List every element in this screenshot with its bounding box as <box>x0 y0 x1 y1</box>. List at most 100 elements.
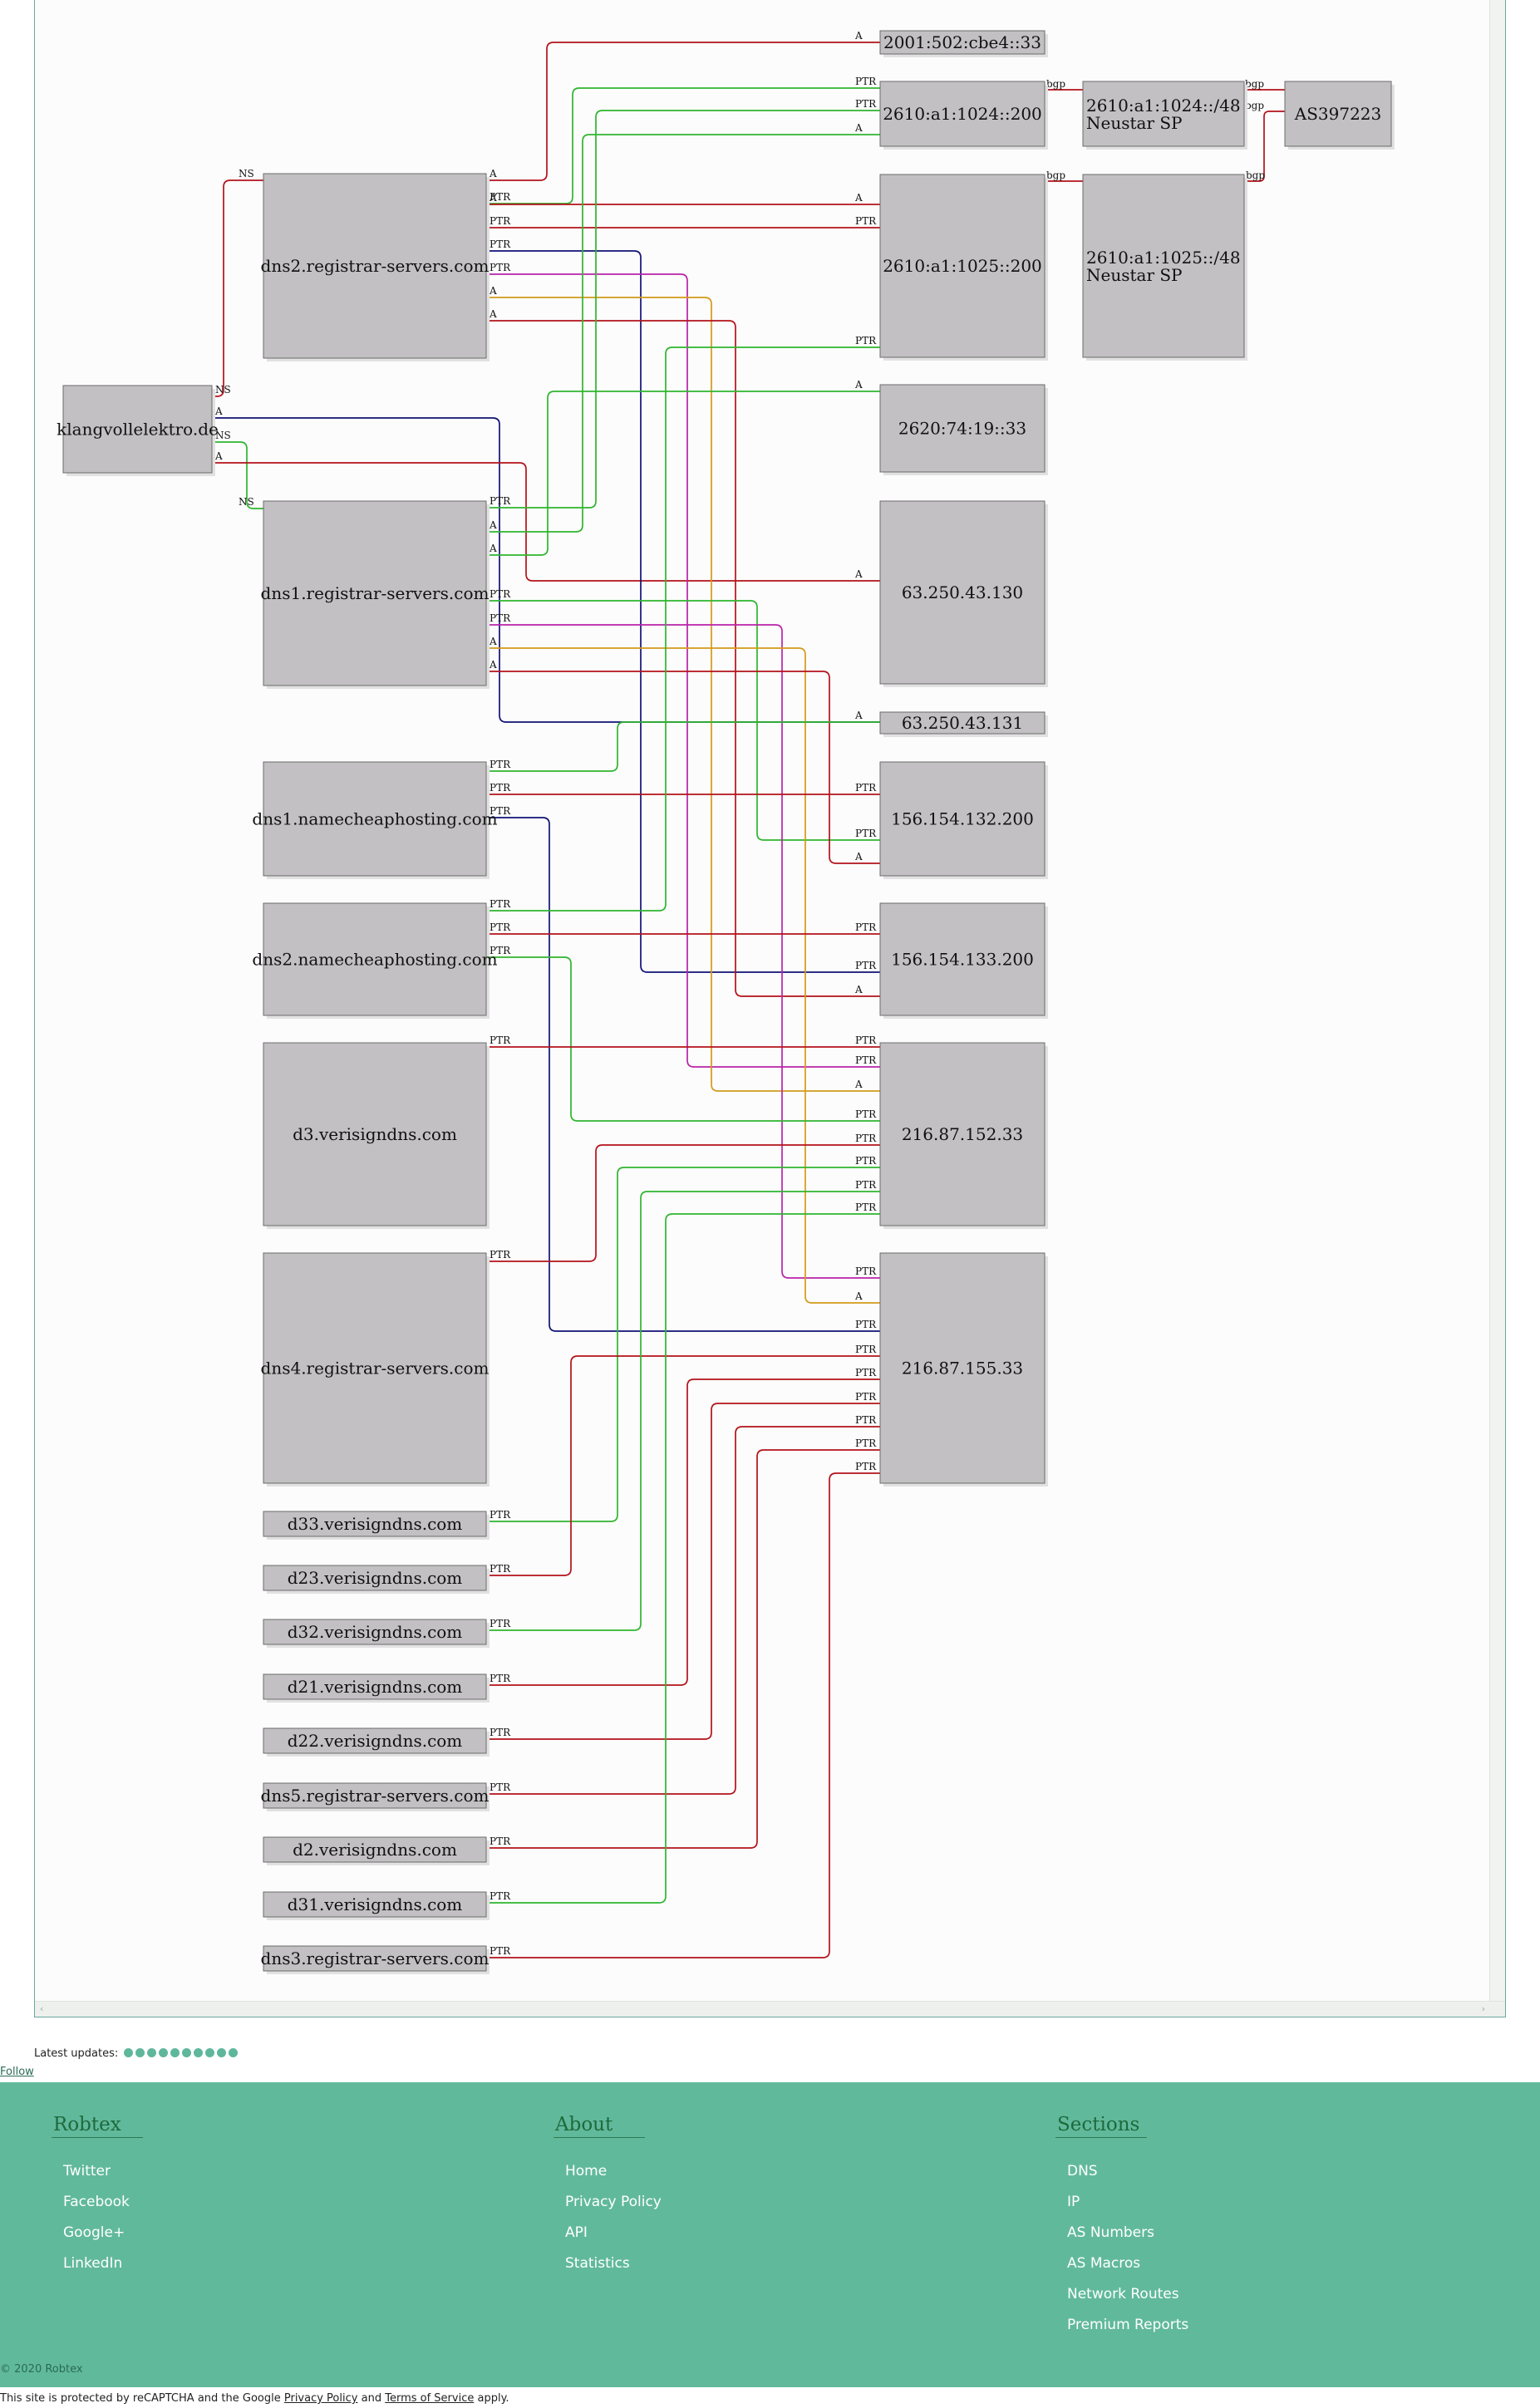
graph-node[interactable]: 2620:74:19::33 <box>879 384 1048 475</box>
edge-ptr <box>486 1449 880 1849</box>
update-dot[interactable] <box>124 2048 134 2057</box>
edge-ptr <box>486 250 880 973</box>
edge-label: PTR <box>855 1437 877 1449</box>
footer-link-home[interactable]: Home <box>565 2163 608 2179</box>
graph-node[interactable]: 2610:a1:1025::200 <box>879 174 1048 361</box>
edge-label: A <box>854 192 863 204</box>
footer-title-sections: Sections <box>1055 2114 1147 2138</box>
footer-link-googleplus[interactable]: Google+ <box>63 2224 125 2241</box>
graph-node[interactable]: dns2.namecheaphosting.com <box>252 902 498 1019</box>
edge-label: PTR <box>490 921 511 933</box>
graph-node[interactable]: dns5.registrar-servers.com <box>261 1782 490 1811</box>
footer-link-statistics[interactable]: Statistics <box>565 2255 630 2272</box>
footer-link-as-macros[interactable]: AS Macros <box>1067 2255 1141 2272</box>
footer-link-network-routes[interactable]: Network Routes <box>1067 2286 1179 2302</box>
edge-label: PTR <box>490 1249 511 1261</box>
edge-label: A <box>214 450 223 462</box>
graph-node[interactable]: dns1.registrar-servers.com <box>261 500 490 689</box>
graph-node[interactable]: d32.verisigndns.com <box>263 1619 490 1648</box>
graph-node[interactable]: d2.verisigndns.com <box>263 1836 490 1865</box>
horizontal-scrollbar[interactable]: ‹ › <box>35 2001 1505 2017</box>
edge-label: A <box>854 122 863 134</box>
edge-a <box>486 320 880 997</box>
footer-link-as-numbers[interactable]: AS Numbers <box>1067 2224 1154 2241</box>
footer-link-twitter[interactable]: Twitter <box>63 2163 111 2179</box>
edge-label: A <box>854 1290 863 1302</box>
edge-label: PTR <box>855 1414 877 1426</box>
edge-ptr <box>486 1378 880 1686</box>
graph-node[interactable]: 156.154.132.200 <box>879 761 1048 879</box>
edge-ptr <box>486 1191 880 1631</box>
graph-node[interactable]: 2001:502:cbe4::33 <box>879 30 1048 57</box>
update-dots[interactable] <box>121 2047 239 2060</box>
edge-ptr <box>486 1355 880 1576</box>
graph-node[interactable]: d22.verisigndns.com <box>263 1727 490 1757</box>
graph-node[interactable]: 216.87.152.33 <box>879 1042 1048 1229</box>
edge-label: PTR <box>490 262 511 273</box>
graph-node[interactable]: AS397223 <box>1284 81 1395 150</box>
footer-link-api[interactable]: API <box>565 2224 588 2241</box>
graph-node[interactable]: dns2.registrar-servers.com <box>261 173 490 361</box>
footer-link-dns[interactable]: DNS <box>1067 2163 1098 2179</box>
update-dot[interactable] <box>147 2048 157 2057</box>
footer-link-ip[interactable]: IP <box>1067 2194 1080 2210</box>
node-layer: klangvollelektro.de dns2.registrar-server… <box>57 30 1395 1974</box>
recaptcha-terms-link[interactable]: Terms of Service <box>385 2392 475 2405</box>
graph-node[interactable]: d23.verisigndns.com <box>263 1565 490 1594</box>
graph-node[interactable]: d31.verisigndns.com <box>263 1891 490 1920</box>
vertical-scrollbar[interactable] <box>1489 0 1505 2017</box>
footer-link-privacy[interactable]: Privacy Policy <box>565 2194 662 2210</box>
update-dot[interactable] <box>229 2048 239 2057</box>
scroll-right-icon[interactable]: › <box>1481 2003 1485 2014</box>
edge-label: A <box>854 568 863 580</box>
graph-node[interactable]: d21.verisigndns.com <box>263 1673 490 1703</box>
edge-ptr <box>486 1403 880 1740</box>
graph-node[interactable]: 63.250.43.130 <box>879 500 1048 687</box>
graph-node[interactable]: dns3.registrar-servers.com <box>261 1945 490 1974</box>
recaptcha-privacy-link[interactable]: Privacy Policy <box>283 2392 358 2405</box>
graph-node[interactable]: d33.verisigndns.com <box>263 1511 490 1540</box>
graph-node[interactable]: 2610:a1:1024::200 <box>879 81 1048 150</box>
graph-node[interactable]: klangvollelektro.de <box>57 385 219 476</box>
node-label: d31.verisigndns.com <box>288 1894 463 1914</box>
graph-node[interactable]: dns4.registrar-servers.com <box>261 1252 490 1487</box>
edge-label: PTR <box>855 1133 877 1144</box>
footer-link-facebook[interactable]: Facebook <box>63 2194 130 2210</box>
update-dot[interactable] <box>205 2048 215 2057</box>
footer-col-robtex: Robtex Twitter Facebook Google+ LinkedIn <box>52 2114 143 2279</box>
update-dot[interactable] <box>159 2048 169 2057</box>
graph-node[interactable]: 156.154.133.200 <box>879 902 1048 1019</box>
edge-label: PTR <box>490 945 511 956</box>
graph-node[interactable]: 216.87.155.33 <box>879 1252 1048 1487</box>
footer-link-linkedin[interactable]: LinkedIn <box>63 2255 123 2272</box>
update-dot[interactable] <box>135 2048 145 2057</box>
node-label: dns3.registrar-servers.com <box>261 1949 490 1968</box>
update-dot[interactable] <box>182 2048 192 2057</box>
edge-label: PTR <box>855 215 877 227</box>
update-dot[interactable] <box>194 2048 204 2057</box>
scroll-left-icon[interactable]: ‹ <box>40 2003 44 2014</box>
graph-node[interactable]: d3.verisigndns.com <box>263 1042 490 1229</box>
graph-node[interactable]: 63.250.43.131 <box>879 711 1048 737</box>
footer-link-premium-reports[interactable]: Premium Reports <box>1067 2317 1189 2333</box>
edge-label: PTR <box>855 1367 877 1378</box>
edge-label: A <box>854 710 863 721</box>
update-dot[interactable] <box>170 2048 180 2057</box>
update-dot[interactable] <box>217 2048 227 2057</box>
edge-label: PTR <box>855 98 877 110</box>
follow-link[interactable]: Follow <box>0 2066 34 2078</box>
edge-label: PTR <box>490 191 511 203</box>
edge-label: bgp <box>1046 170 1065 181</box>
edge-label: PTR <box>855 1319 877 1330</box>
edge-label: A <box>854 1079 863 1090</box>
edge-label: PTR <box>490 1890 511 1902</box>
edge-ptr <box>486 624 880 1279</box>
node-label: 156.154.133.200 <box>891 950 1034 970</box>
edge-label: A <box>489 543 497 554</box>
edge-ptr <box>486 1426 880 1795</box>
graph-node[interactable]: dns1.namecheaphosting.com <box>252 761 498 879</box>
edge-label: A <box>489 636 497 647</box>
